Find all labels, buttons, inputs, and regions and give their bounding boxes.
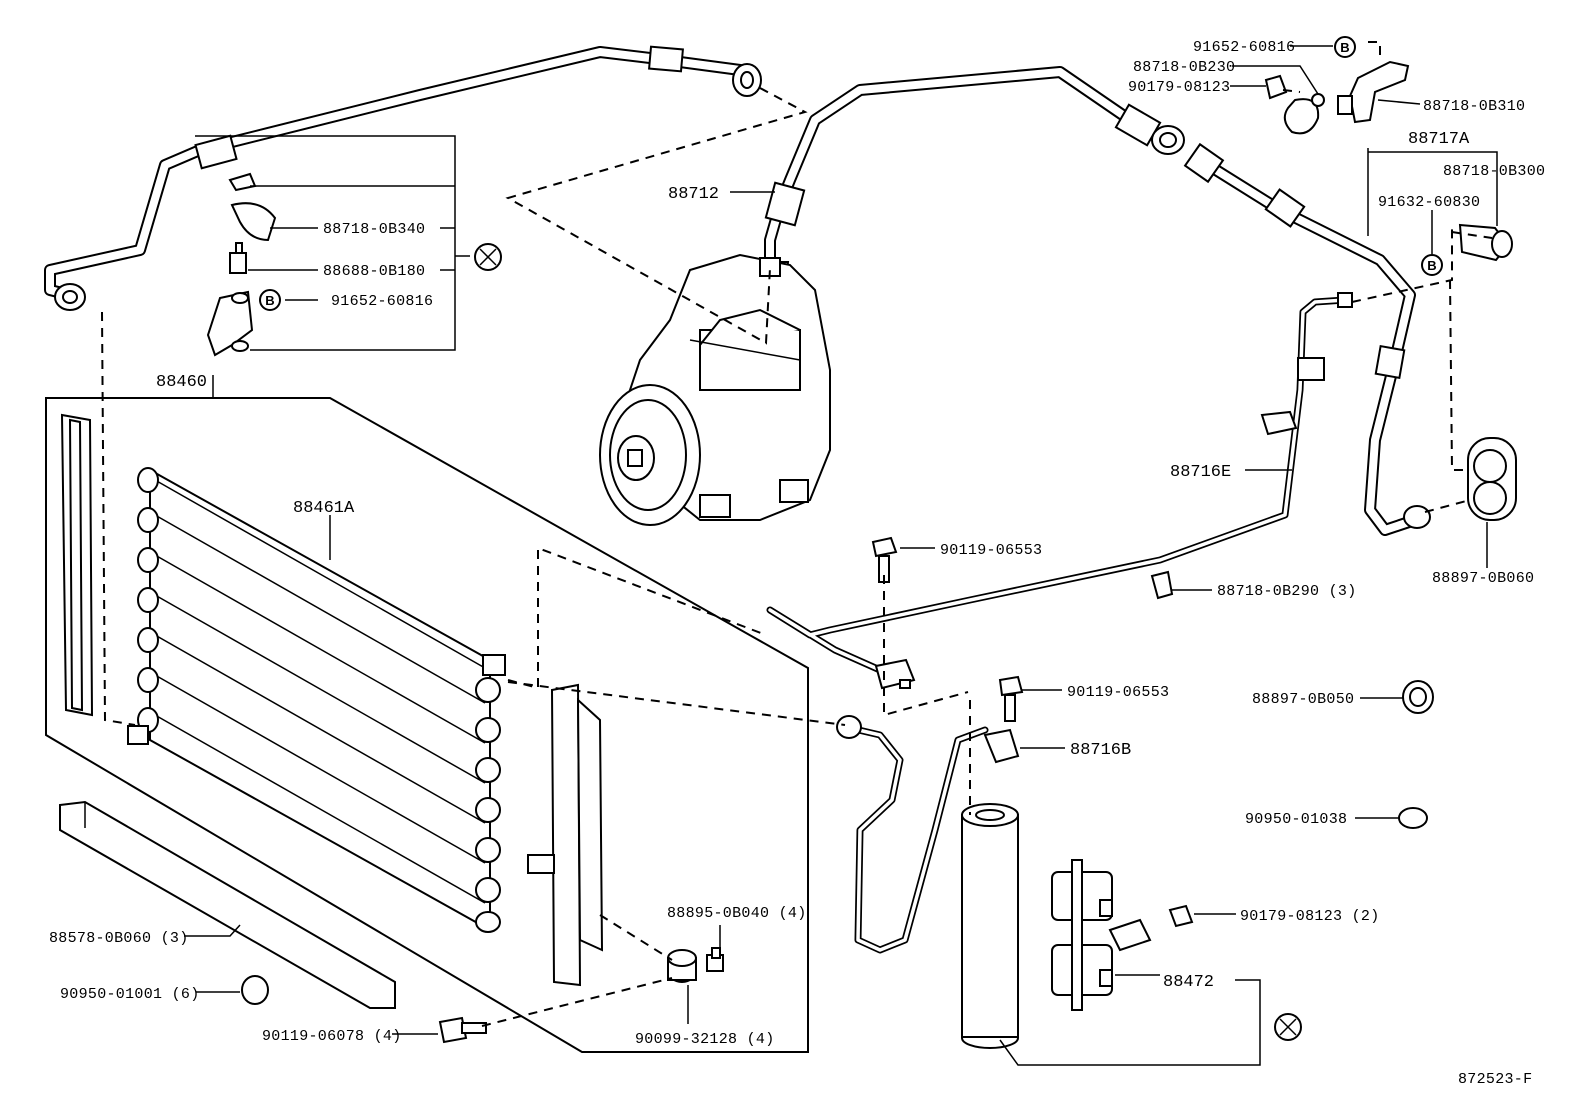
label-88717A: 88717A xyxy=(1408,130,1470,149)
label-91652-60816-top: 91652-60816 xyxy=(1193,39,1295,56)
bracket-88472[interactable] xyxy=(1051,859,1152,1011)
label-88716B: 88716B xyxy=(1070,741,1131,760)
label-88718-0B290: 88718-0B290 (3) xyxy=(1217,583,1357,600)
nut-90179-08123[interactable] xyxy=(1168,904,1194,928)
clamp-88718-0B230[interactable] xyxy=(1283,93,1325,135)
label-90179-08123: 90179-08123 xyxy=(1128,79,1230,96)
x-mark-icon xyxy=(474,243,502,271)
label-90950-01001: 90950-01001 (6) xyxy=(60,986,200,1003)
label-90099-32128: 90099-32128 (4) xyxy=(635,1031,775,1048)
cushion-90099-32128[interactable] xyxy=(667,949,697,983)
seal-88578-0B060[interactable] xyxy=(59,800,396,1009)
label-88718-0B230: 88718-0B230 xyxy=(1133,59,1235,76)
label-90179-08123-2: 90179-08123 (2) xyxy=(1240,908,1380,925)
bracket-leaders xyxy=(195,135,470,351)
svg-text:B: B xyxy=(1340,40,1349,55)
bracket-88718-0B310[interactable] xyxy=(1337,60,1410,124)
liquid-hose-88717A[interactable] xyxy=(1183,142,1431,536)
compressor[interactable] xyxy=(599,253,831,526)
condenser-frame xyxy=(45,397,809,1053)
label-91632-60830: 91632-60830 xyxy=(1378,194,1480,211)
label-88718-0B300: 88718-0B300 xyxy=(1443,163,1545,180)
label-88897-0B050: 88897-0B050 xyxy=(1252,691,1354,708)
b-mark-icon: B xyxy=(1334,36,1356,58)
tube-88716E[interactable] xyxy=(766,292,1353,690)
x-mark-icon xyxy=(1274,1013,1302,1041)
leader-lines xyxy=(184,45,1498,1066)
grommet-90179-08123[interactable] xyxy=(1264,74,1288,100)
label-88712: 88712 xyxy=(668,185,719,204)
label-90119-06078: 90119-06078 (4) xyxy=(262,1028,402,1045)
label-91652-60816-left: 91652-60816 xyxy=(331,293,433,310)
condenser-side-rail-left[interactable] xyxy=(60,413,94,717)
label-88718-0B340: 88718-0B340 xyxy=(323,221,425,238)
b-mark-icon: B xyxy=(1421,254,1443,276)
plug-90950-01001[interactable] xyxy=(241,975,269,1005)
label-88460: 88460 xyxy=(156,373,207,392)
grommet-88897-0B050[interactable] xyxy=(1402,680,1434,714)
condenser-core[interactable] xyxy=(127,467,506,933)
label-90950-01038: 90950-01038 xyxy=(1245,811,1347,828)
label-88897-0B060: 88897-0B060 xyxy=(1432,570,1534,587)
figure-code: 872523-F xyxy=(1458,1071,1532,1088)
label-88461A: 88461A xyxy=(293,499,355,518)
label-88472: 88472 xyxy=(1163,973,1214,992)
bolt-90119-06553[interactable] xyxy=(998,675,1024,722)
label-88688-0B180: 88688-0B180 xyxy=(323,263,425,280)
label-88895-0B040: 88895-0B040 (4) xyxy=(667,905,807,922)
clip-88718-0B290[interactable] xyxy=(1150,570,1174,600)
svg-text:B: B xyxy=(1427,258,1436,273)
plug-88718-0B300[interactable] xyxy=(1458,223,1513,262)
label-90119-06553-bottom: 90119-06553 xyxy=(1067,684,1169,701)
seal-plate-88897-0B060[interactable] xyxy=(1467,437,1517,521)
connection-dashes xyxy=(101,41,1493,1027)
hose-clamp-parts[interactable] xyxy=(206,172,277,357)
tube-88716B[interactable] xyxy=(836,715,1020,954)
bolt-90119-06553[interactable] xyxy=(871,536,898,583)
label-88578-0B060: 88578-0B060 (3) xyxy=(49,930,189,947)
part-labels: 91652-60816 88718-0B230 90179-08123 8871… xyxy=(49,39,1545,1088)
label-90119-06553-top: 90119-06553 xyxy=(940,542,1042,559)
label-88718-0B310: 88718-0B310 xyxy=(1423,98,1525,115)
suction-hose[interactable] xyxy=(750,66,1185,283)
receiver-drier[interactable] xyxy=(961,803,1019,1049)
b-mark-icon: B xyxy=(259,289,281,311)
condenser-side-bracket-right[interactable] xyxy=(527,683,604,987)
bolt-90119-06078[interactable] xyxy=(438,1016,487,1044)
bolt-88895-0B040[interactable] xyxy=(706,947,724,972)
plug-90950-01038[interactable] xyxy=(1398,807,1428,829)
discharge-hose[interactable] xyxy=(44,45,762,311)
svg-text:B: B xyxy=(265,293,274,308)
label-88716E: 88716E xyxy=(1170,463,1231,482)
